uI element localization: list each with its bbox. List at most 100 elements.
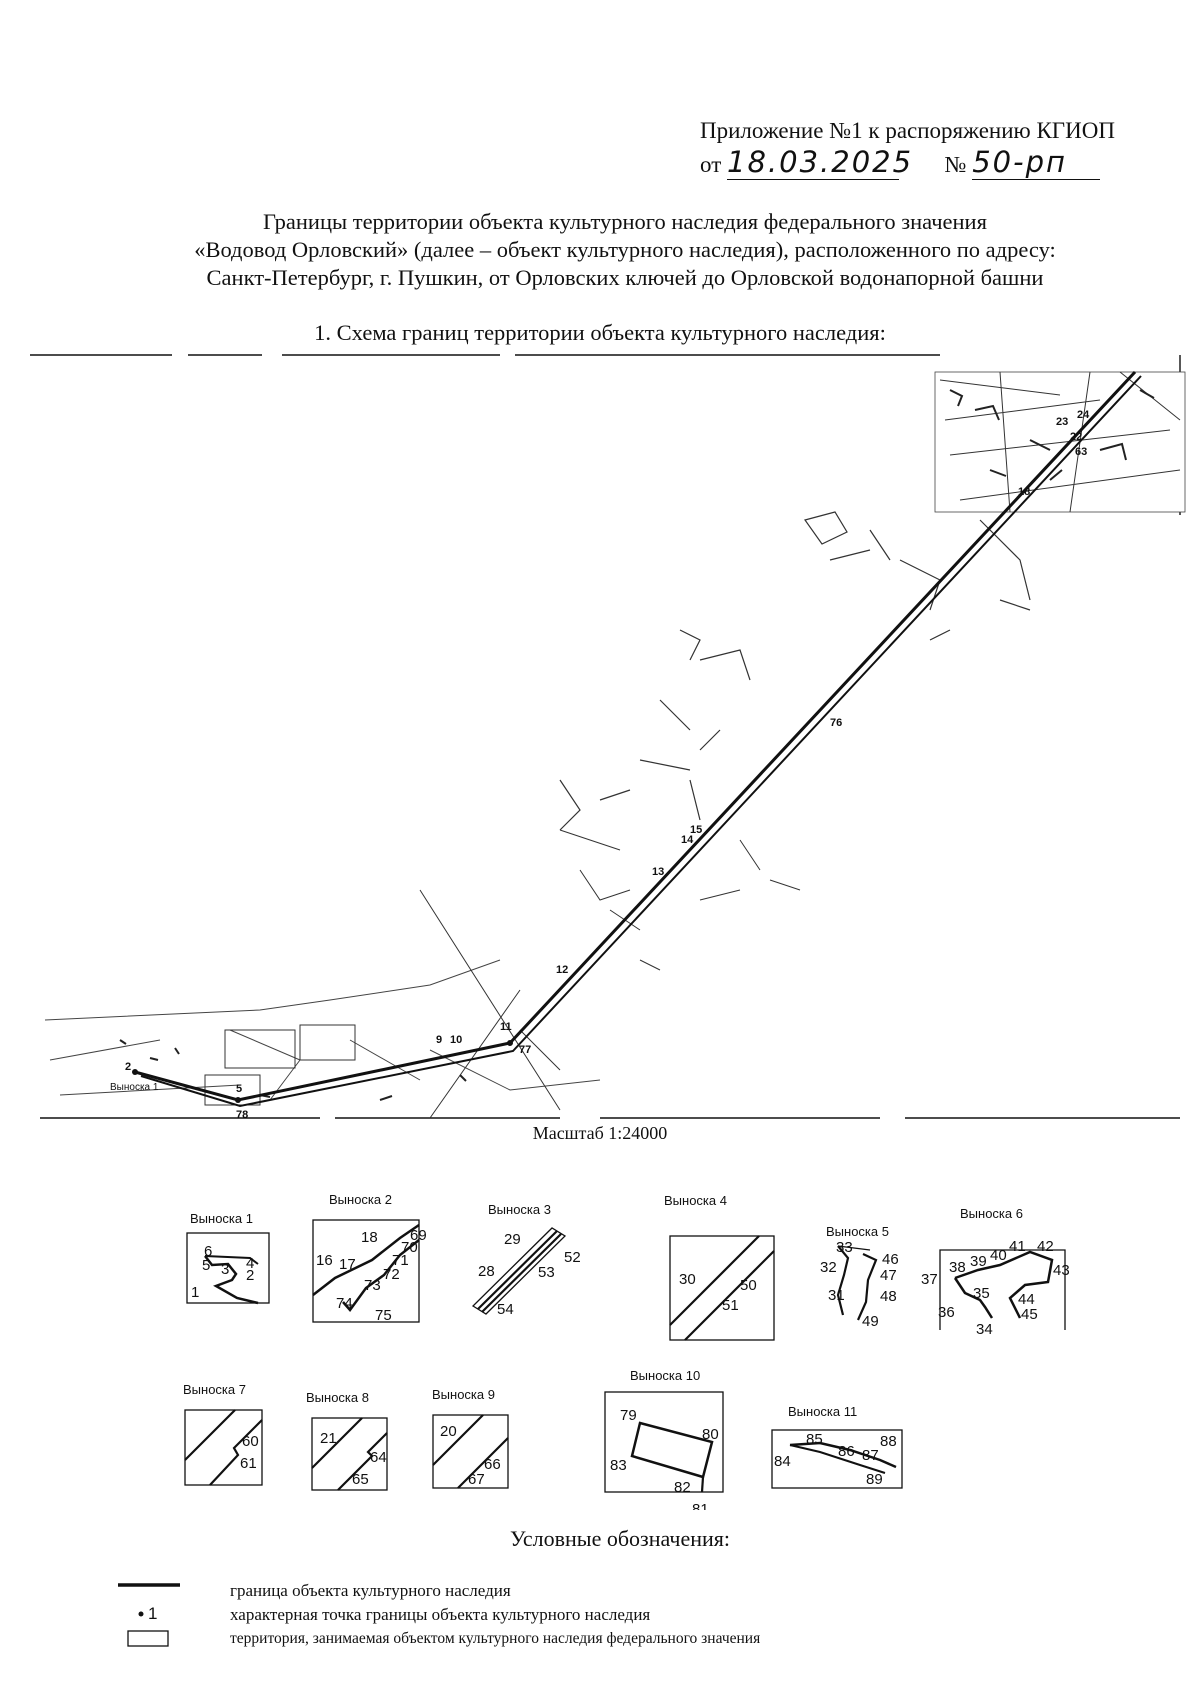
point-label: 74: [336, 1295, 353, 1312]
callout-title: Выноска 6: [960, 1206, 1023, 1221]
callout-title: Выноска 3: [488, 1202, 551, 1217]
callout-2: Выноска 2 16 17 18 69 70 71 72 73 74 75: [312, 1192, 427, 1324]
point-label: 21: [320, 1430, 337, 1447]
map-label: 9: [436, 1034, 442, 1046]
point-label: 4: [246, 1255, 254, 1272]
callout-title: Выноска 8: [306, 1390, 369, 1405]
point-label: 43: [1053, 1262, 1070, 1279]
legend-title: Условные обозначения:: [509, 1526, 731, 1551]
legend-point-label: 1: [148, 1604, 158, 1623]
point-label: 51: [722, 1297, 739, 1314]
callout-title: Выноска 2: [329, 1192, 392, 1207]
map-label: 77: [519, 1044, 531, 1056]
point-label: 72: [383, 1266, 400, 1283]
title-line-2: «Водовод Орловский» (далее – объект куль…: [194, 237, 1056, 262]
map-label: 5: [236, 1083, 242, 1095]
from-label: от: [700, 152, 722, 177]
callout-title: Выноска 1: [190, 1211, 253, 1226]
point-label: 37: [921, 1271, 938, 1288]
point-label: 89: [866, 1471, 883, 1488]
callout-4: Выноска 4 30 50 51: [664, 1193, 775, 1341]
map-label: 2: [125, 1061, 131, 1073]
background-map: [44, 371, 1186, 1119]
callout-title: Выноска 5: [826, 1224, 889, 1239]
callout-1: Выноска 1 1 2 3 4 5 6: [186, 1211, 270, 1305]
legend-item-territory: территория, занимаемая объектом культурн…: [116, 1628, 876, 1652]
point-label: 42: [1037, 1238, 1054, 1255]
point-label: 88: [880, 1433, 897, 1450]
point-label: 52: [564, 1249, 581, 1266]
order-number: 50-рп: [972, 145, 1067, 179]
point-label: 64: [370, 1449, 387, 1466]
point-label: 81: [692, 1501, 709, 1510]
point-label: 6: [204, 1243, 212, 1260]
map-label: 23: [1056, 416, 1068, 428]
point-label: 32: [820, 1259, 837, 1276]
map-label: 24: [1077, 409, 1090, 421]
point-label: 75: [375, 1307, 392, 1324]
point-label: 53: [538, 1264, 555, 1281]
map-label: 63: [1075, 446, 1087, 458]
point-label: 48: [880, 1288, 897, 1305]
map-scale: Масштаб 1:24000: [532, 1123, 668, 1143]
point-label: 47: [880, 1267, 897, 1284]
boundary-point-symbol: [138, 1611, 144, 1617]
point-label: 85: [806, 1431, 823, 1448]
territory-rect-symbol: [127, 1630, 169, 1647]
map-label: 22: [1070, 431, 1082, 443]
point-label: 33: [836, 1239, 853, 1256]
title-line-1: Границы территории объекта культурного н…: [263, 209, 987, 234]
order-date: 18.03.2025: [727, 145, 914, 179]
map-label: 14: [681, 834, 694, 846]
callout-5: Выноска 5 31 32 33 46 47 48 49: [820, 1224, 899, 1330]
boundary-points: [132, 1040, 513, 1103]
map-label: 13: [652, 866, 664, 878]
callout-title: Выноска 10: [630, 1368, 700, 1383]
map-label: 12: [556, 964, 568, 976]
point-label: 80: [702, 1426, 719, 1443]
callout-6: Выноска 6 34 35 36 37 38 39 40 41 42 43 …: [921, 1206, 1070, 1338]
point-label: 20: [440, 1423, 457, 1440]
callout-8: Выноска 8 21 64 65: [306, 1390, 388, 1491]
point-label: 50: [740, 1277, 757, 1294]
point-label: 45: [1021, 1306, 1038, 1323]
callouts: Выноска 1 1 2 3 4 5 6 Выноска 2 16 17 18…: [183, 1192, 1070, 1510]
number-label: №: [944, 152, 967, 177]
point-label: 83: [610, 1457, 627, 1474]
point-label: 29: [504, 1231, 521, 1248]
map-label: Выноска 1: [110, 1082, 159, 1093]
point-label: 41: [1009, 1238, 1026, 1255]
point-label: 61: [240, 1455, 257, 1472]
point-label: 65: [352, 1471, 369, 1488]
callout-9: Выноска 9 20 66 67: [432, 1387, 509, 1489]
callout-title: Выноска 7: [183, 1382, 246, 1397]
point-label: 60: [242, 1433, 259, 1450]
appendix-label: Приложение №1 к распоряжению КГИОП: [700, 118, 1115, 143]
map-label: 78: [236, 1109, 248, 1121]
document-title: Границы территории объекта культурного н…: [60, 208, 1190, 292]
legend-text: территория, занимаемая объектом культурн…: [230, 1630, 761, 1647]
title-line-3: Санкт-Петербург, г. Пушкин, от Орловских…: [206, 265, 1044, 290]
map-label: 76: [830, 717, 842, 729]
point-label: 71: [392, 1252, 409, 1269]
point-label: 44: [1018, 1291, 1035, 1308]
legend-text: характерная точка границы объекта культу…: [230, 1605, 651, 1624]
legend-item-boundary-line: граница объекта культурного наследия: [116, 1579, 876, 1603]
callout-title: Выноска 11: [788, 1404, 857, 1419]
point-label: 49: [862, 1313, 879, 1330]
point-label: 35: [973, 1285, 990, 1302]
callout-title: Выноска 9: [432, 1387, 495, 1402]
map-label: 11: [500, 1021, 512, 1033]
point-label: 86: [838, 1443, 855, 1460]
point-label: 46: [882, 1251, 899, 1268]
order-line: от 18.03.2025 № 50-рп: [700, 145, 1101, 180]
point-label: 87: [862, 1447, 879, 1464]
point-label: 54: [497, 1301, 514, 1318]
scheme-heading: 1. Схема границ территории объекта культ…: [314, 320, 886, 345]
point-label: 36: [938, 1304, 955, 1321]
legend-item-boundary-point: 1 характерная точка границы объекта куль…: [116, 1603, 876, 1627]
point-label: 39: [970, 1253, 987, 1270]
point-label: 31: [828, 1287, 845, 1304]
legend-text: граница объекта культурного наследия: [230, 1581, 511, 1600]
callout-3: Выноска 3 28 29 52 53 54: [471, 1202, 581, 1318]
